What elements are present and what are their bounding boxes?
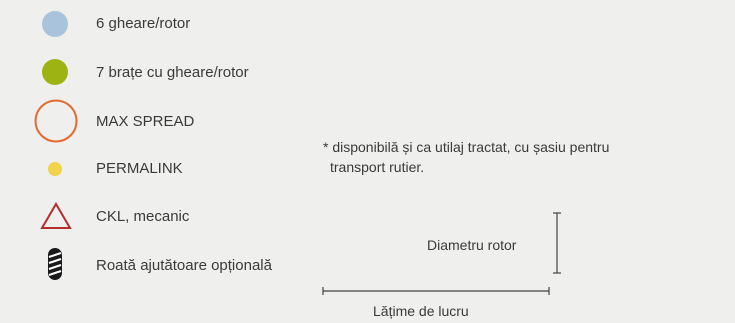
legend-item-max-spread: MAX SPREAD bbox=[0, 98, 330, 143]
working-width-dimension-line bbox=[322, 287, 550, 295]
legend-label: CKL, mecanic bbox=[96, 208, 190, 225]
footnote-line-1: * disponibilă și ca utilaj tractat, cu ș… bbox=[323, 139, 610, 155]
legend-item-6-tines: 6 gheare/rotor bbox=[0, 3, 330, 43]
legend-item-support-wheel: Roată ajutătoare opțională bbox=[0, 243, 330, 283]
legend-item-7-arms: 7 brațe cu gheare/rotor bbox=[0, 52, 330, 92]
legend-label: MAX SPREAD bbox=[96, 113, 195, 130]
rotor-diameter-label: Diametru rotor bbox=[427, 237, 517, 253]
green-circle-icon bbox=[42, 59, 68, 85]
orange-ring-icon bbox=[34, 99, 78, 143]
footnote-line-2: transport rutier. bbox=[330, 159, 425, 175]
red-triangle-icon bbox=[40, 202, 72, 229]
yellow-dot-icon bbox=[48, 162, 62, 176]
striped-wheel-icon bbox=[48, 248, 62, 280]
legend-item-ckl: CKL, mecanic bbox=[0, 197, 330, 237]
legend-label: PERMALINK bbox=[96, 160, 183, 177]
light-blue-circle-icon bbox=[42, 11, 68, 37]
working-width-label: Lățime de lucru bbox=[373, 303, 469, 319]
legend-item-permalink: PERMALINK bbox=[0, 151, 330, 191]
legend-label: 6 gheare/rotor bbox=[96, 15, 191, 32]
legend-label: 7 brațe cu gheare/rotor bbox=[96, 64, 249, 81]
rotor-diameter-dimension-line bbox=[553, 212, 561, 274]
legend-label: Roată ajutătoare opțională bbox=[96, 257, 272, 274]
footnote: * disponibilă și ca utilaj tractat, cu ș… bbox=[323, 137, 723, 177]
